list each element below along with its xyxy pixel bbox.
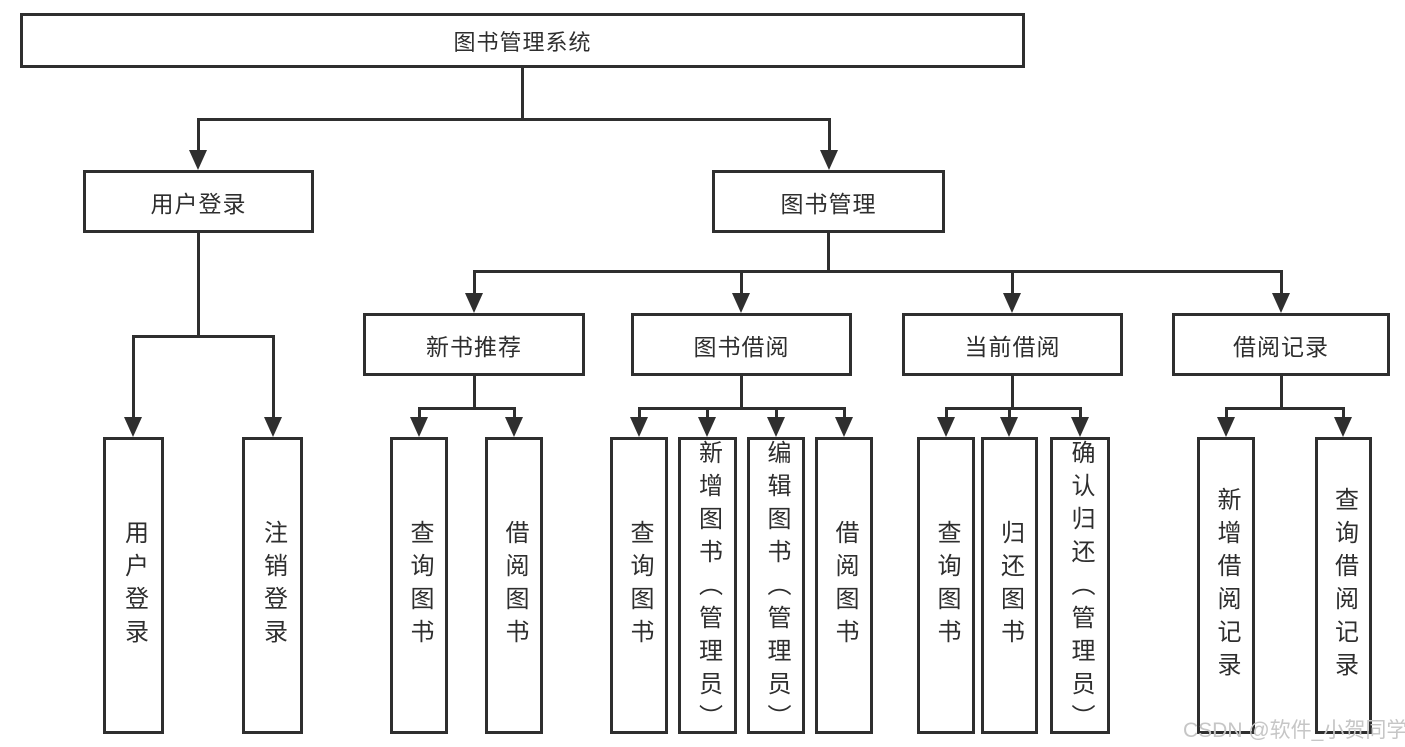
connector-line [473, 270, 476, 293]
arrowhead-down-icon [1000, 417, 1018, 437]
connector-line [521, 68, 524, 121]
connector-line [945, 407, 1082, 410]
connector-line [197, 118, 200, 150]
arrowhead-down-icon [1217, 417, 1235, 437]
arrowhead-down-icon [835, 417, 853, 437]
node-label: 查询图书 [406, 519, 433, 652]
node-leaf-recommend-borrow-book: 借阅图书 [485, 437, 543, 734]
node-label: 确认归还（管理员） [1067, 440, 1094, 737]
node-label: 新增借阅记录 [1213, 486, 1240, 685]
connector-line [197, 118, 831, 121]
arrowhead-down-icon [732, 293, 750, 313]
connector-line [473, 270, 1283, 273]
node-leaf-query-borrow-record: 查询借阅记录 [1315, 437, 1372, 734]
node-label: 图书管理系统 [453, 29, 592, 55]
connector-line [418, 407, 421, 417]
arrowhead-down-icon [698, 417, 716, 437]
connector-line [828, 118, 831, 150]
arrowhead-down-icon [1003, 293, 1021, 313]
node-label: 当前借阅 [964, 333, 1061, 360]
node-label: 查询借阅记录 [1330, 486, 1358, 685]
connector-line [1225, 407, 1228, 417]
node-leaf-add-borrow-record: 新增借阅记录 [1197, 437, 1255, 734]
node-leaf-logout: 注销登录 [242, 437, 303, 734]
arrowhead-down-icon [264, 417, 282, 437]
connector-line [827, 233, 830, 273]
csdn-watermark: CSDN @软件_小贺同学 [1183, 719, 1405, 742]
connector-line [1079, 407, 1082, 417]
arrowhead-down-icon [937, 417, 955, 437]
node-leaf-recommend-query-book: 查询图书 [390, 437, 448, 734]
connector-line [775, 407, 778, 417]
node-label: 查询图书 [933, 519, 960, 652]
connector-line [473, 376, 476, 410]
node-label: 借阅记录 [1233, 333, 1329, 360]
arrowhead-down-icon [630, 417, 648, 437]
connector-line [418, 407, 516, 410]
connector-line [1011, 270, 1014, 293]
node-borrow-records: 借阅记录 [1172, 313, 1390, 376]
connector-line [706, 407, 709, 417]
node-label: 查询图书 [626, 519, 653, 652]
node-label: 图书管理 [780, 190, 877, 217]
connector-line [843, 407, 846, 417]
connector-line [638, 407, 846, 410]
node-user-login: 用户登录 [83, 170, 314, 233]
node-book-borrow: 图书借阅 [631, 313, 852, 376]
arrowhead-down-icon [1272, 293, 1290, 313]
arrowhead-down-icon [124, 417, 142, 437]
connector-line [1280, 376, 1283, 410]
arrowhead-down-icon [820, 150, 838, 170]
connector-line [1280, 270, 1283, 293]
node-label: 用户登录 [120, 519, 148, 652]
connector-line [945, 407, 948, 417]
node-label: 图书借阅 [693, 333, 790, 360]
connector-line [1008, 407, 1011, 417]
node-new-book-recommend: 新书推荐 [363, 313, 585, 376]
node-leaf-user-login: 用户登录 [103, 437, 164, 734]
node-label: 借阅图书 [831, 519, 858, 652]
node-label: 归还图书 [996, 519, 1024, 652]
node-label: 新书推荐 [426, 333, 522, 360]
node-label: 新增图书（管理员） [694, 440, 722, 737]
connector-line [272, 335, 275, 417]
connector-line [1342, 407, 1345, 417]
node-leaf-edit-book-admin: 编辑图书（管理员） [747, 437, 805, 737]
node-leaf-return-book: 归还图书 [981, 437, 1038, 734]
connector-line [638, 407, 641, 417]
connector-line [740, 270, 743, 293]
connector-line [197, 233, 200, 338]
node-label: 注销登录 [259, 519, 287, 652]
node-library-system: 图书管理系统 [20, 13, 1025, 68]
arrowhead-down-icon [410, 417, 428, 437]
arrowhead-down-icon [1071, 417, 1089, 437]
node-label: 编辑图书（管理员） [763, 440, 790, 737]
node-label: 借阅图书 [501, 519, 528, 652]
node-book-management: 图书管理 [712, 170, 945, 233]
connector-line [1011, 376, 1014, 410]
connector-line [513, 407, 516, 417]
connector-line [132, 335, 275, 338]
node-leaf-add-book-admin: 新增图书（管理员） [678, 437, 737, 737]
connector-line [740, 376, 743, 410]
node-current-borrow: 当前借阅 [902, 313, 1123, 376]
arrowhead-down-icon [1334, 417, 1352, 437]
connector-line [132, 335, 135, 417]
arrowhead-down-icon [505, 417, 523, 437]
arrowhead-down-icon [767, 417, 785, 437]
connector-line [1225, 407, 1345, 410]
node-leaf-confirm-return-admin: 确认归还（管理员） [1050, 437, 1110, 737]
arrowhead-down-icon [189, 150, 207, 170]
node-leaf-borrow-query-book: 查询图书 [610, 437, 668, 734]
node-leaf-borrow-book: 借阅图书 [815, 437, 873, 734]
node-leaf-current-query-book: 查询图书 [917, 437, 975, 734]
arrowhead-down-icon [465, 293, 483, 313]
node-label: 用户登录 [150, 190, 247, 217]
